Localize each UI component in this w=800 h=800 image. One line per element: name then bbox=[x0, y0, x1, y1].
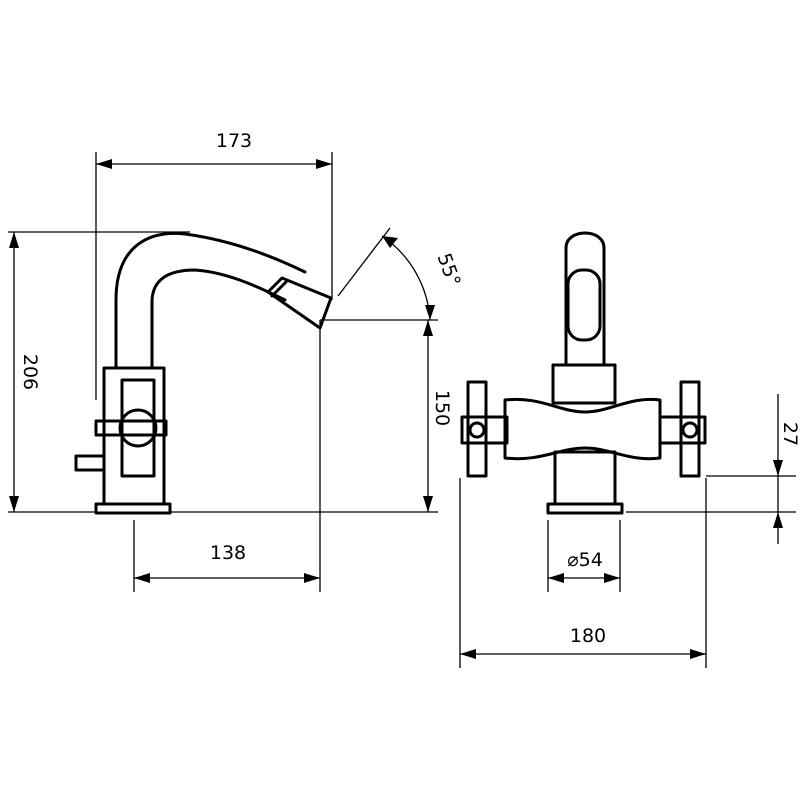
front-spout-head bbox=[566, 268, 602, 342]
dimension-lines bbox=[8, 152, 796, 668]
dim-spout-reach: 173 bbox=[216, 130, 252, 152]
dim-base-to-outlet: 138 bbox=[210, 542, 246, 564]
dim-total-width: 180 bbox=[570, 625, 606, 647]
front-right-handle bbox=[658, 380, 707, 478]
dim-spout-angle: 55° bbox=[433, 250, 465, 289]
side-cross-handle bbox=[94, 378, 168, 478]
front-upper-body bbox=[551, 363, 617, 405]
dim-handle-height: 27 bbox=[779, 422, 800, 446]
dim-total-height: 206 bbox=[19, 354, 41, 390]
dim-outlet-height: 150 bbox=[431, 390, 453, 426]
dimension-labels: 173 206 55° 150 138 ⌀54 27 180 bbox=[19, 130, 800, 647]
front-lower-body bbox=[553, 450, 617, 506]
front-view bbox=[460, 231, 707, 515]
front-spout bbox=[564, 231, 606, 367]
spout-head-ring bbox=[270, 280, 288, 298]
front-left-handle bbox=[460, 380, 509, 478]
popup-lever bbox=[74, 454, 106, 472]
side-view bbox=[74, 231, 333, 515]
front-horizontal-body bbox=[503, 397, 662, 461]
dim-base-diameter: ⌀54 bbox=[567, 549, 603, 571]
spout bbox=[114, 231, 307, 370]
spout-head bbox=[266, 276, 333, 330]
